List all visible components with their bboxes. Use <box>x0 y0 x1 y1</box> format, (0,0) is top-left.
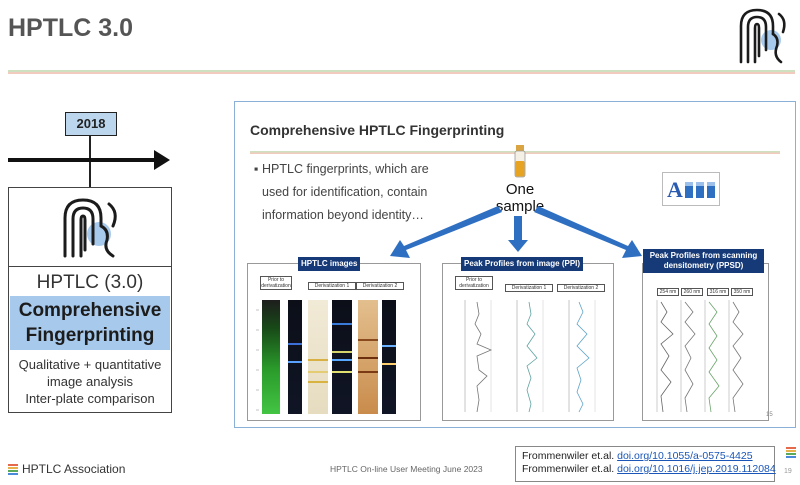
hptlc-plate-images <box>256 300 396 414</box>
analysis-software-icon: A <box>662 172 720 206</box>
arrow-right-icon <box>154 150 170 170</box>
one-sample-label: One sample <box>495 181 545 215</box>
bullet-line1: HPTLC fingerprints, which are <box>262 162 429 176</box>
ppsd-peak-profiles <box>656 300 744 413</box>
ppi-peak-profiles <box>464 300 596 413</box>
year-badge: 2018 <box>65 112 117 136</box>
arrow-to-ppsd <box>534 206 642 258</box>
slide-page-number: 15 <box>766 412 773 418</box>
sample-line1: One <box>505 181 535 198</box>
panel-hptlc-images: HPTLC images Prior to derivatization Der… <box>247 257 421 421</box>
sample-vial-icon <box>514 145 526 178</box>
images-label-prior: Prior to derivatization <box>260 276 292 290</box>
sample-line2: sample <box>495 198 545 215</box>
card-description: Qualitative + quantitative image analysi… <box>10 356 170 407</box>
page-title: HPTLC 3.0 <box>8 14 134 42</box>
card-desc-line1: Qualitative + quantitative <box>18 357 162 372</box>
timeline-arrow <box>8 158 158 162</box>
ppi-label-prior: Prior to derivatization <box>455 276 493 290</box>
card-highlight: Comprehensive Fingerprinting <box>10 296 170 350</box>
hptlc-fingerprint-logo-icon <box>63 198 117 258</box>
card-desc-line3: Inter-plate comparison <box>25 391 155 406</box>
ppsd-label-260: 260 nm <box>681 288 703 296</box>
card-highlight-line1: Comprehensive <box>18 300 162 321</box>
hptlc-fingerprint-logo-icon <box>739 8 786 64</box>
ppsd-label-350: 350 nm <box>731 288 753 296</box>
header-rule <box>8 70 795 74</box>
ref2-prefix: Frommenwiler et.al. <box>522 463 615 475</box>
card-divider <box>8 266 172 267</box>
card-highlight-line2: Fingerprinting <box>25 325 155 346</box>
bullet-line3: information beyond identity… <box>262 208 424 222</box>
images-label-deriv2: Derivatization 2 <box>356 282 404 290</box>
ppi-label-deriv1: Derivatization 1 <box>505 284 553 292</box>
svg-text:A: A <box>667 177 683 202</box>
ppi-label-deriv2: Derivatization 2 <box>557 284 605 292</box>
association-stripes-icon <box>8 464 18 476</box>
branch-arrows <box>390 206 642 258</box>
ppsd-label-254: 254 nm <box>657 288 679 296</box>
reference-box <box>515 446 775 482</box>
reference-2: Frommenwiler et.al. doi.org/10.1016/j.je… <box>522 463 776 475</box>
page-number: 19 <box>784 468 792 475</box>
reference-1: Frommenwiler et.al. doi.org/10.1055/a-05… <box>522 450 753 462</box>
footer-association: HPTLC Association <box>8 462 125 476</box>
slide-bullet: ▪HPTLC fingerprints, which are used for … <box>254 158 459 227</box>
association-name: HPTLC Association <box>22 462 126 476</box>
panel-ppsd-title: Peak Profiles from scanning densitometry… <box>643 249 764 273</box>
panel-ppi: Peak Profiles from image (PPI) Prior to … <box>442 257 614 421</box>
timeline-connector <box>89 136 91 188</box>
ref1-link[interactable]: doi.org/10.1055/a-0575-4425 <box>617 450 753 462</box>
bullet-line2: used for identification, contain <box>262 185 428 199</box>
ppsd-label-316: 316 nm <box>707 288 729 296</box>
ref2-link[interactable]: doi.org/10.1016/j.jep.2019.112084 <box>617 463 776 475</box>
ref1-prefix: Frommenwiler et.al. <box>522 450 615 462</box>
slide-title: Comprehensive HPTLC Fingerprinting <box>250 122 505 138</box>
images-label-deriv1: Derivatization 1 <box>308 282 356 290</box>
panel-ppi-title: Peak Profiles from image (PPI) <box>461 257 584 271</box>
arrow-to-ppi <box>508 216 528 252</box>
panel-ppsd: Peak Profiles from scanning densitometry… <box>642 249 769 421</box>
arrow-to-images <box>390 206 502 258</box>
card-desc-line2: image analysis <box>47 374 133 389</box>
card-heading: HPTLC (3.0) <box>36 272 144 293</box>
meeting-label: HPTLC On-line User Meeting June 2023 <box>330 464 483 474</box>
footer-stripes-icon <box>786 447 796 459</box>
panel-images-title: HPTLC images <box>298 257 361 271</box>
